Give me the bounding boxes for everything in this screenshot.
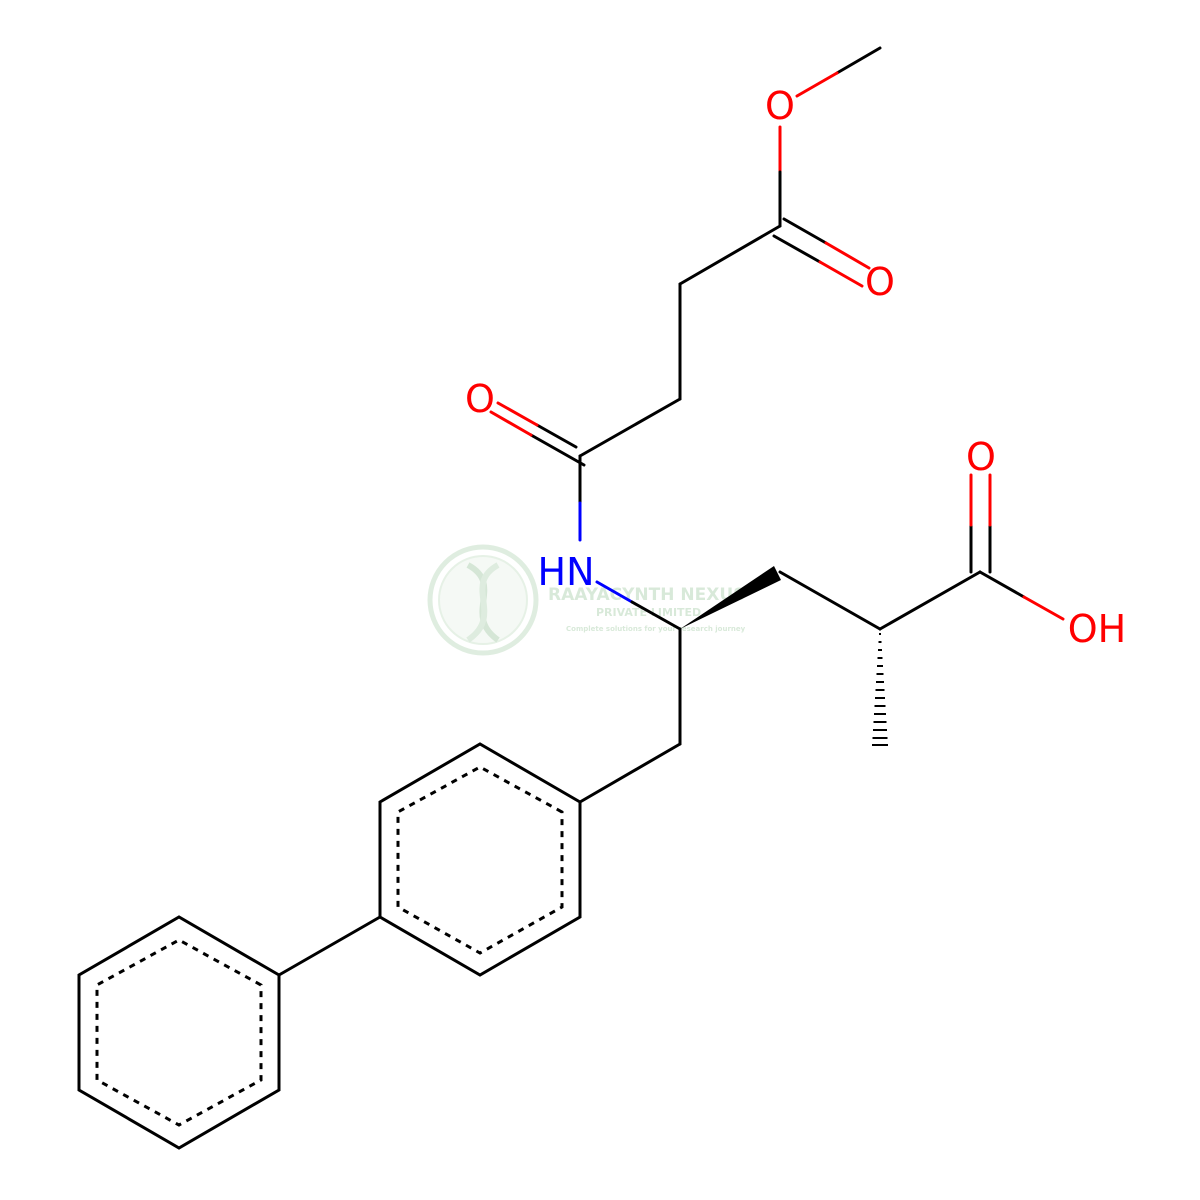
atom-o-amide: O xyxy=(465,377,495,421)
bond-methyl-ester-o-red xyxy=(795,71,839,98)
bond-ch-cooh xyxy=(878,570,982,631)
bond-n-ch-blue xyxy=(595,580,634,604)
bond-amide-carbonyl-b-red xyxy=(489,410,533,437)
watermark-logo: RAAYACYNTH NEXUS PRIVATE LIMITED Complet… xyxy=(427,544,746,656)
bond-ester-carbonyl-a xyxy=(772,234,822,264)
bond-amide-carbonyl-b xyxy=(529,433,586,467)
ring-1-aromatic xyxy=(396,765,564,955)
watermark-company-name: RAAYACYNTH NEXUS xyxy=(548,585,745,605)
watermark-tagline: Complete solutions for your research jou… xyxy=(566,625,746,633)
atom-o-acid-hydroxyl: OH xyxy=(1068,607,1126,651)
hashed-bond xyxy=(872,633,888,746)
bond-chain-3 xyxy=(578,397,682,458)
watermark-dna-strand-2 xyxy=(466,562,500,643)
atom-o-ester-carbonyl: O xyxy=(865,260,895,304)
ring-1 xyxy=(378,742,582,977)
bond-acid-c-oh-red xyxy=(1022,595,1065,621)
watermark-circle-outer xyxy=(427,544,539,656)
bond-ester-carbonyl-b xyxy=(782,217,828,245)
bond-ester-carbonyl-a-red xyxy=(818,260,864,288)
bond-amide-carbonyl-a xyxy=(535,423,578,449)
ring-2-aromatic xyxy=(95,938,263,1127)
bond-acid-c-oh xyxy=(978,570,1026,599)
bond-chain-1 xyxy=(678,224,782,286)
bond-ch2-ring xyxy=(578,742,682,804)
bond-n-ch xyxy=(630,600,682,631)
bond-ester-carbonyl-b-red xyxy=(824,241,871,270)
atom-n-amide: HN xyxy=(538,550,595,594)
bond-methyl-ester-o xyxy=(835,46,882,75)
bond-ch2-ch xyxy=(778,570,882,631)
wedge-bond xyxy=(680,566,781,629)
ring-2 xyxy=(77,915,281,1150)
atom-o-ester-single: O xyxy=(765,84,795,128)
bond-biaryl xyxy=(277,915,382,977)
atom-o-acid-carbonyl: O xyxy=(966,435,996,479)
bond-amide-carbonyl-a-red xyxy=(496,401,539,427)
